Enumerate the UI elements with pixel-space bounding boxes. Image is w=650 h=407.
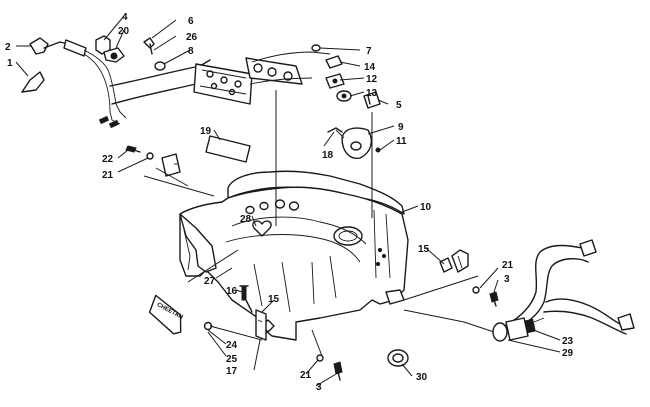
- wiring-harness-part: [492, 239, 635, 342]
- callout-17: 17: [226, 366, 238, 377]
- bottom-fasteners-part: [316, 349, 409, 381]
- bracket-part: [239, 285, 267, 341]
- callout-13: 13: [366, 88, 378, 99]
- callout-4: 4: [122, 12, 128, 23]
- callout-11: 11: [396, 136, 407, 147]
- callout-16: 16: [226, 286, 238, 297]
- callout-23: 23: [562, 336, 574, 347]
- callout-30: 30: [416, 372, 428, 383]
- callout-29: 29: [562, 348, 574, 359]
- callout-28: 28: [240, 214, 252, 225]
- indicator-light-part: [311, 44, 381, 109]
- callout-15-right: 15: [418, 244, 430, 255]
- callout-14: 14: [364, 62, 376, 73]
- callout-9: 9: [398, 122, 404, 133]
- callout-22: 22: [102, 154, 114, 165]
- callout-19: 19: [200, 126, 212, 137]
- callout-3-right: 3: [504, 274, 510, 285]
- instrument-bezel-part: [109, 51, 331, 105]
- console-housing-part: [179, 170, 409, 341]
- callout-20: 20: [118, 26, 130, 37]
- callout-25: 25: [226, 354, 238, 365]
- cheetah-badge-part: CHEETAH: [148, 294, 213, 335]
- cable-assembly-part: [21, 37, 127, 129]
- callout-21-top: 21: [102, 170, 114, 181]
- callout-8: 8: [188, 46, 194, 57]
- alignment-lines: [143, 90, 495, 357]
- callout-6: 6: [188, 16, 194, 27]
- callout-1: 1: [7, 58, 13, 69]
- callout-10: 10: [420, 202, 432, 213]
- decal-part: [205, 135, 251, 163]
- callout-26: 26: [186, 32, 198, 43]
- switch-part: [95, 35, 125, 63]
- callout-18: 18: [322, 150, 334, 161]
- sender-gauge-part: [327, 127, 381, 159]
- callout-21-bottom: 21: [300, 370, 312, 381]
- callout-2: 2: [5, 42, 11, 53]
- callout-27: 27: [204, 276, 216, 287]
- callout-15-bottom: 15: [268, 294, 280, 305]
- callout-21-right: 21: [502, 260, 514, 271]
- plunger-part: [143, 37, 166, 71]
- callout-7: 7: [366, 46, 372, 57]
- callout-3-bottom: 3: [316, 382, 322, 393]
- connector-clip-part: [439, 249, 499, 307]
- callout-leaders: [15, 15, 561, 387]
- screw-washer-part: [125, 145, 189, 187]
- callout-12: 12: [366, 74, 378, 85]
- callout-24: 24: [226, 340, 238, 351]
- callout-5: 5: [396, 100, 402, 111]
- callout-labels: 2 1 4 20 6 26 8 7 14 12 13 5 9 11 18 19 …: [5, 12, 574, 393]
